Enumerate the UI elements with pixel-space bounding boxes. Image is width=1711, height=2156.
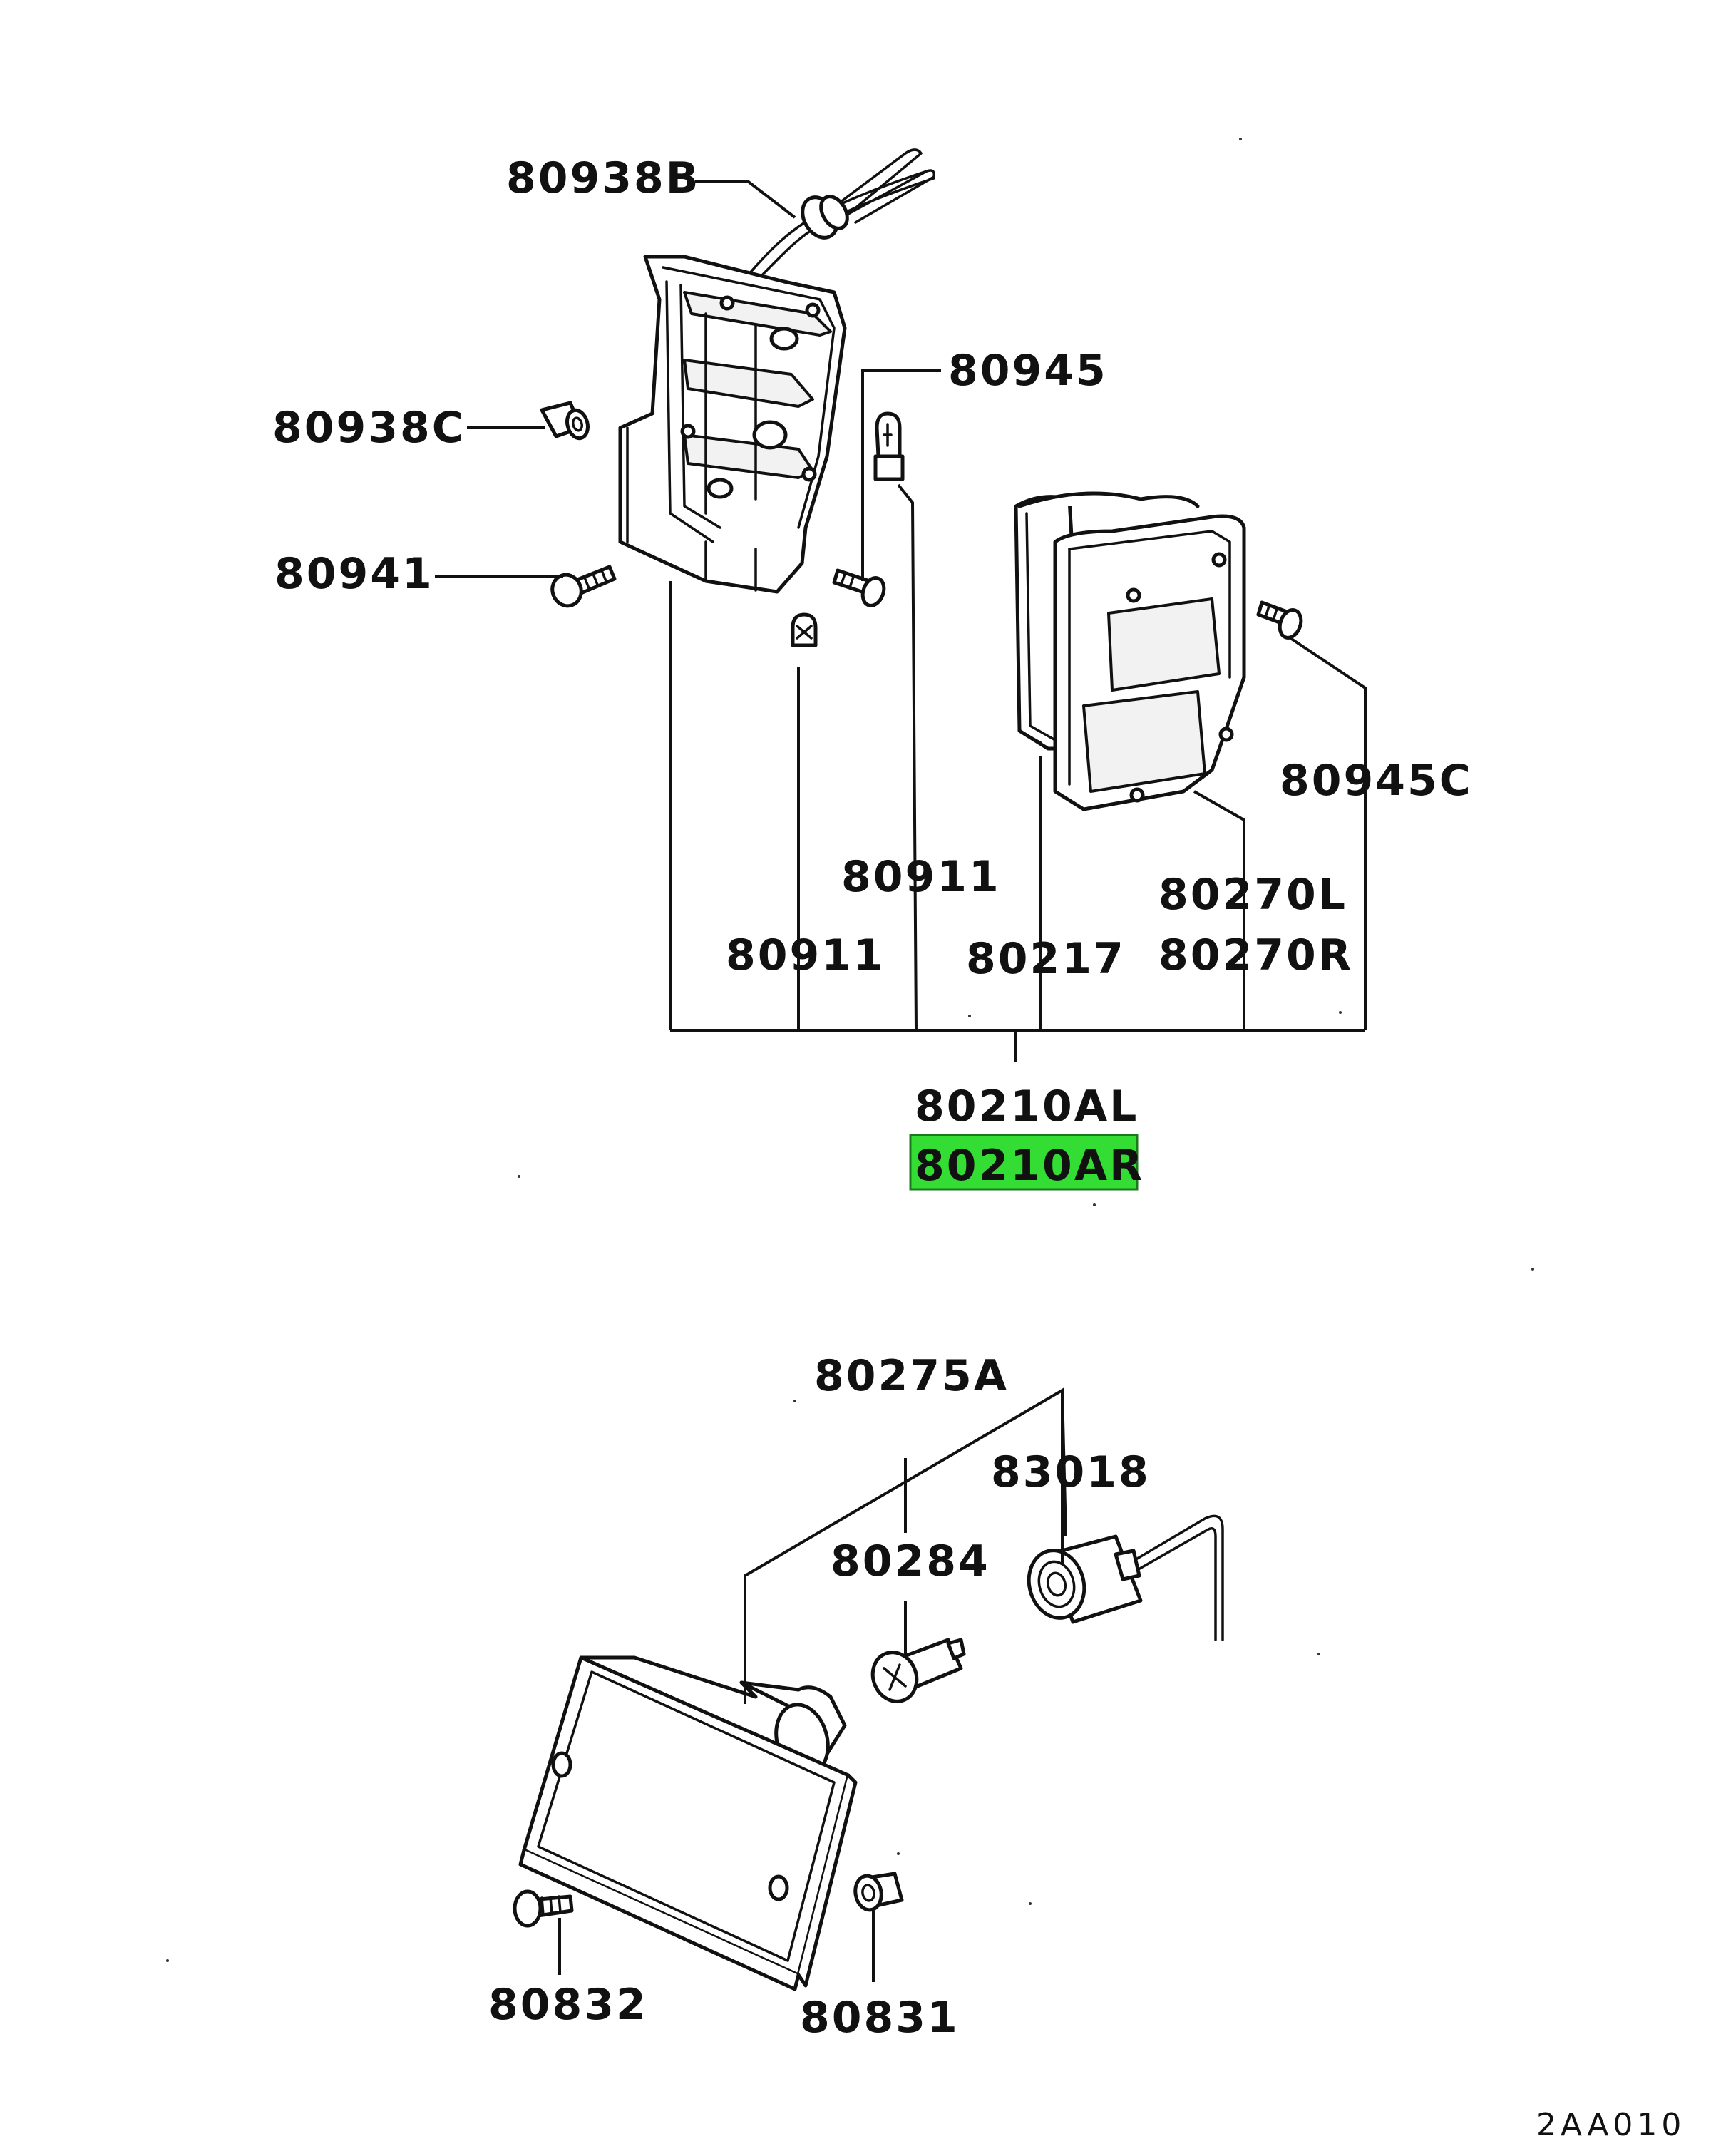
screw-80945[interactable] (832, 568, 888, 609)
label-80217[interactable]: 80217 (966, 934, 1126, 984)
diagram-reference-code: 2AA010 (1536, 2107, 1685, 2143)
label-80210AR[interactable]: 80210AR (915, 1141, 1144, 1191)
lens-80270[interactable] (1053, 514, 1246, 811)
marker-lamp-80275A[interactable] (518, 1655, 858, 1991)
label-80832[interactable]: 80832 (488, 1980, 648, 2030)
bulb-80945[interactable] (873, 411, 905, 481)
socket-83018[interactable] (1022, 1514, 1224, 1641)
label-80938B[interactable]: 80938B (506, 153, 700, 203)
leader-lines-lower (558, 1387, 1067, 1982)
label-80911-lower[interactable]: 80911 (726, 930, 885, 980)
bulb-80911-lower[interactable] (791, 612, 818, 647)
screw-80832[interactable] (513, 1889, 574, 1928)
lamp-housing[interactable] (618, 255, 847, 594)
label-80275A[interactable]: 80275A (814, 1351, 1009, 1401)
label-80210AL[interactable]: 80210AL (915, 1082, 1139, 1131)
highlight-80210AR (909, 1134, 1139, 1191)
screw-80945C[interactable] (1256, 600, 1305, 641)
label-80938C[interactable]: 80938C (272, 403, 466, 453)
grommet-80831[interactable] (853, 1872, 904, 1912)
scan-specks (166, 138, 1534, 1962)
leader-lines-upper (435, 180, 1367, 1062)
label-80945[interactable]: 80945 (948, 346, 1108, 396)
wire-harness-80938B[interactable] (747, 148, 936, 283)
label-80831[interactable]: 80831 (800, 1993, 960, 2043)
grommet-80938C[interactable] (540, 401, 591, 441)
label-83018[interactable]: 83018 (991, 1447, 1151, 1497)
label-80270R[interactable]: 80270R (1158, 930, 1353, 980)
bulb-80284[interactable] (865, 1638, 966, 1708)
label-80270L[interactable]: 80270L (1158, 870, 1347, 920)
label-80911-upper[interactable]: 80911 (841, 852, 1001, 902)
label-80941[interactable]: 80941 (274, 549, 434, 599)
label-80945C[interactable]: 80945C (1280, 756, 1473, 806)
label-80284[interactable]: 80284 (831, 1536, 990, 1586)
screw-80941[interactable] (548, 565, 617, 610)
